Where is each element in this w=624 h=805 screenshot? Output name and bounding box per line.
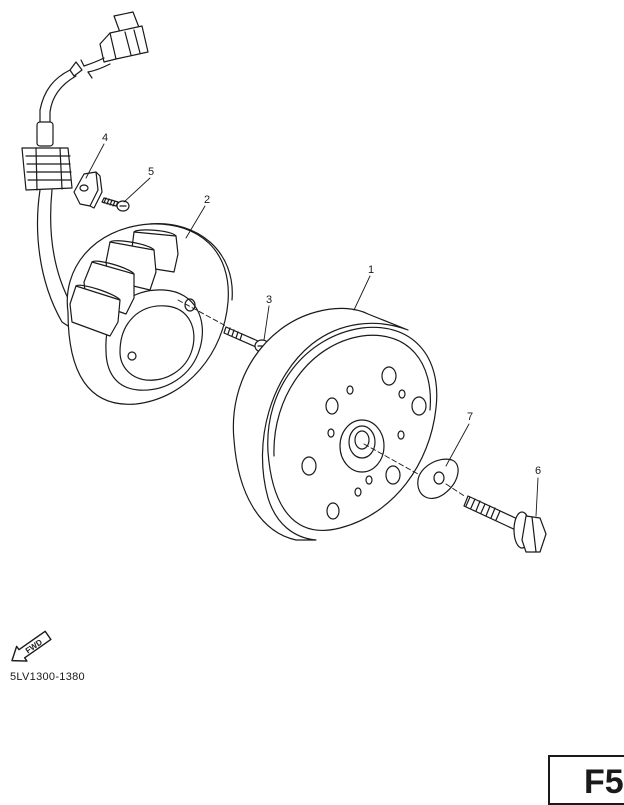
fwd-arrow-icon: FWD bbox=[11, 630, 52, 662]
part-code: 5LV1300-1380 bbox=[10, 671, 85, 683]
washer-part-7 bbox=[417, 458, 459, 499]
wire-harness bbox=[21, 11, 149, 331]
callout-5: 5 bbox=[148, 166, 154, 178]
grommet bbox=[21, 147, 73, 191]
clamp-part-4 bbox=[73, 171, 103, 209]
callout-6: 6 bbox=[535, 465, 541, 477]
callout-1: 1 bbox=[368, 264, 374, 276]
page-tab-label: F5 bbox=[584, 763, 624, 801]
callout-7: 7 bbox=[467, 411, 473, 423]
flange-bolt-part-6 bbox=[463, 495, 547, 553]
rotor-part-1 bbox=[232, 307, 438, 541]
wire-connector bbox=[99, 11, 149, 63]
stator-part-2 bbox=[66, 223, 233, 405]
leader-lines bbox=[85, 143, 539, 517]
callout-4: 4 bbox=[102, 132, 108, 144]
callout-2: 2 bbox=[204, 194, 210, 206]
callout-3: 3 bbox=[266, 294, 272, 306]
screw-part-5 bbox=[101, 197, 130, 212]
page-tab: F5 bbox=[548, 755, 624, 805]
